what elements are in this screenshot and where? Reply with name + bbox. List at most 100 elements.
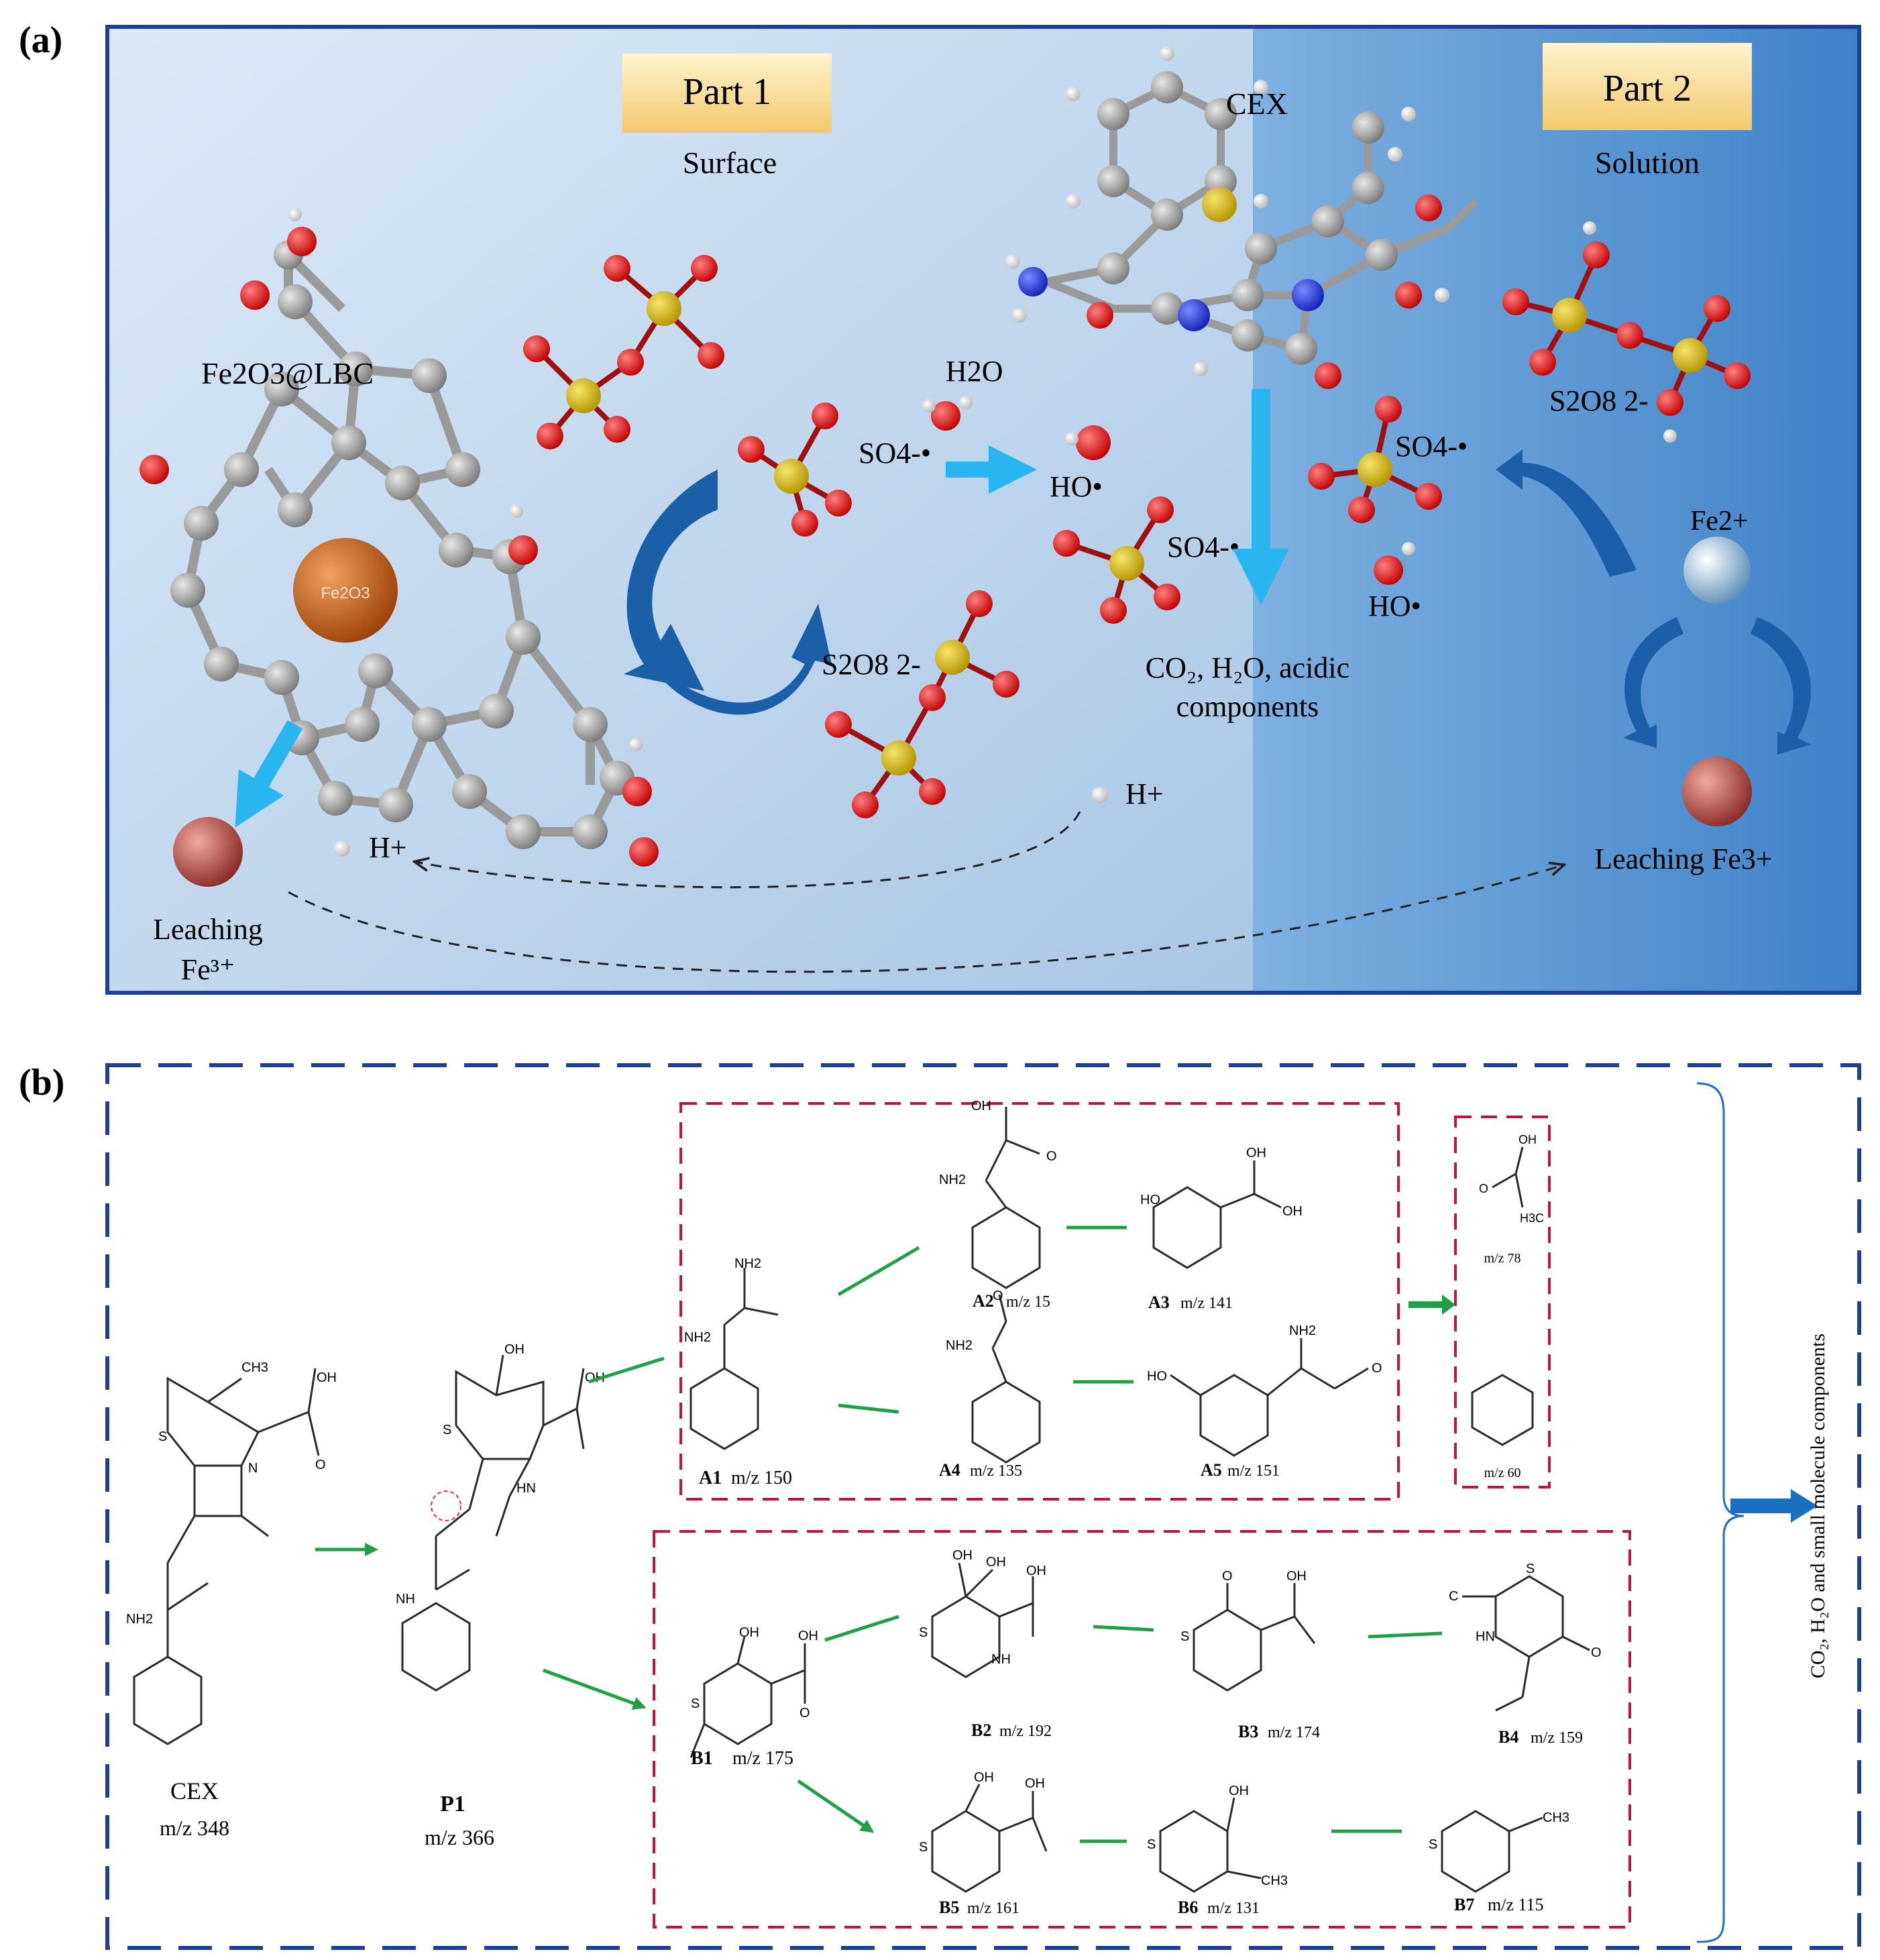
b6-s: S bbox=[1147, 1837, 1156, 1852]
persulfate-left-label: S2O8 2- bbox=[822, 648, 921, 681]
a2-mz: m/z 15 bbox=[1006, 1293, 1050, 1311]
b2-s: S bbox=[919, 1625, 928, 1640]
structure-b4 bbox=[1462, 1575, 1590, 1712]
c1-o: O bbox=[1479, 1182, 1488, 1195]
a5-name: A5 bbox=[1201, 1460, 1222, 1480]
structure-b1 bbox=[689, 1636, 806, 1758]
structure-b7 bbox=[1441, 1810, 1543, 1893]
structure-c1 bbox=[1492, 1146, 1524, 1208]
leaching-left-line-2: Fe³⁺ bbox=[181, 953, 235, 986]
link-b1-b2 bbox=[824, 1615, 899, 1642]
cex-oh: OH bbox=[317, 1370, 337, 1385]
structure-b6 bbox=[1159, 1797, 1262, 1893]
a2-nh2: NH2 bbox=[939, 1173, 966, 1187]
a2-name: A2 bbox=[973, 1291, 994, 1311]
cex-label: CEX bbox=[1226, 87, 1288, 121]
structure-c2 bbox=[1471, 1374, 1534, 1446]
b6-oh: OH bbox=[1229, 1784, 1249, 1798]
link-p1-to-a1 bbox=[588, 1356, 665, 1384]
arrow-fe2-to-so4 bbox=[1496, 449, 1637, 577]
structure-b3 bbox=[1193, 1583, 1316, 1692]
hydroxyl-radical-2 bbox=[1374, 542, 1415, 585]
p1-name: P1 bbox=[440, 1792, 465, 1816]
c1-mz: m/z 78 bbox=[1484, 1251, 1521, 1266]
b2-mz: m/z 192 bbox=[999, 1723, 1052, 1740]
b5-mz: m/z 161 bbox=[967, 1900, 1019, 1917]
leaching-left-line-1: Leaching bbox=[153, 913, 263, 946]
b6-name: B6 bbox=[1178, 1898, 1198, 1917]
fe2-label: Fe2+ bbox=[1690, 506, 1749, 537]
structure-b2 bbox=[931, 1562, 1034, 1678]
b1-name: B1 bbox=[691, 1748, 713, 1769]
part2-tag: Part 2 Solution bbox=[1543, 43, 1752, 180]
p1-oh-top: OH bbox=[504, 1342, 524, 1357]
arrow-leaching-left bbox=[235, 720, 303, 828]
b2-oh-1: OH bbox=[952, 1548, 973, 1563]
structure-a3 bbox=[1152, 1160, 1282, 1269]
a4-nh2: NH2 bbox=[946, 1338, 973, 1353]
a1-nh2-top: NH2 bbox=[734, 1256, 761, 1271]
b5-oh2: OH bbox=[1025, 1776, 1045, 1791]
persulfate-molecule-lower bbox=[825, 590, 1019, 818]
group-b-box bbox=[653, 1530, 1631, 1928]
b5-oh: OH bbox=[974, 1770, 994, 1785]
arrow-p1-to-b1 bbox=[543, 1668, 647, 1710]
b4-c: C bbox=[1449, 1589, 1458, 1604]
b3-name: B3 bbox=[1238, 1722, 1258, 1741]
p1-nh: NH bbox=[396, 1592, 415, 1607]
part1-tag: Part 1 Surface bbox=[622, 54, 832, 180]
arrow-b1-to-b5 bbox=[797, 1779, 875, 1833]
a2-oh: OH bbox=[971, 1099, 991, 1113]
part1-title: Part 1 bbox=[683, 71, 771, 113]
b1-oh2: OH bbox=[798, 1629, 818, 1643]
b7-name: B7 bbox=[1454, 1895, 1474, 1914]
cex-n: N bbox=[248, 1461, 258, 1476]
b2-nh: NH bbox=[991, 1652, 1011, 1667]
proton-right bbox=[1092, 787, 1108, 803]
fe2o3-core-label: Fe2O3 bbox=[321, 584, 370, 602]
structure-a2 bbox=[971, 1107, 1041, 1289]
a1-name: A1 bbox=[699, 1468, 722, 1488]
proton-right-label: H+ bbox=[1125, 777, 1164, 810]
hydroxyl-radical-1-label: HO• bbox=[1050, 470, 1103, 503]
sulfate-radical-3 bbox=[1308, 396, 1442, 523]
catalyst-label: Fe2O3@LBC bbox=[201, 356, 374, 390]
b6-mz: m/z 131 bbox=[1207, 1900, 1260, 1917]
b3-o: O bbox=[1222, 1569, 1233, 1584]
final-brace bbox=[1696, 1082, 1745, 1943]
cex-name: CEX bbox=[170, 1778, 219, 1804]
a5-mz: m/z 151 bbox=[1227, 1462, 1280, 1480]
a2-o: O bbox=[1046, 1149, 1057, 1164]
cex-mz: m/z 348 bbox=[160, 1816, 229, 1840]
persulfate-molecule-left bbox=[523, 255, 724, 449]
b2-name: B2 bbox=[971, 1721, 991, 1740]
cex-molecule bbox=[1005, 46, 1479, 389]
a1-nh2: NH2 bbox=[684, 1330, 711, 1345]
panel-b-frame bbox=[105, 1063, 1861, 1950]
structure-b5 bbox=[931, 1784, 1048, 1893]
b1-s: S bbox=[691, 1696, 700, 1711]
arrow-cycle-left bbox=[1623, 617, 1683, 748]
hydroxyl-radical-2-label: HO• bbox=[1368, 590, 1421, 622]
sulfate-radical-2 bbox=[1053, 496, 1180, 624]
cex-nh2: NH2 bbox=[126, 1612, 153, 1627]
panel-a-label: (a) bbox=[19, 19, 62, 61]
a3-ho: HO bbox=[1140, 1193, 1160, 1207]
fe2-ion bbox=[1683, 537, 1751, 604]
group-a-box bbox=[679, 1102, 1400, 1501]
a3-mz: m/z 141 bbox=[1180, 1295, 1233, 1312]
b7-s: S bbox=[1429, 1837, 1437, 1852]
link-b2-b3 bbox=[1093, 1625, 1154, 1632]
sulfate-radical-1 bbox=[738, 402, 852, 537]
b5-name: B5 bbox=[939, 1898, 959, 1917]
cex-o: O bbox=[315, 1458, 326, 1472]
part1-subtitle: Surface bbox=[683, 146, 777, 180]
fe3-ion-left bbox=[173, 817, 243, 887]
a3-oh-right: OH bbox=[1282, 1204, 1303, 1219]
panel-b-label: (b) bbox=[19, 1062, 64, 1103]
b3-mz: m/z 174 bbox=[1268, 1724, 1320, 1741]
a5-nh2: NH2 bbox=[1289, 1323, 1316, 1338]
b3-s: S bbox=[1180, 1629, 1189, 1644]
b1-mz: m/z 175 bbox=[732, 1748, 793, 1769]
cex-s: S bbox=[158, 1429, 167, 1444]
